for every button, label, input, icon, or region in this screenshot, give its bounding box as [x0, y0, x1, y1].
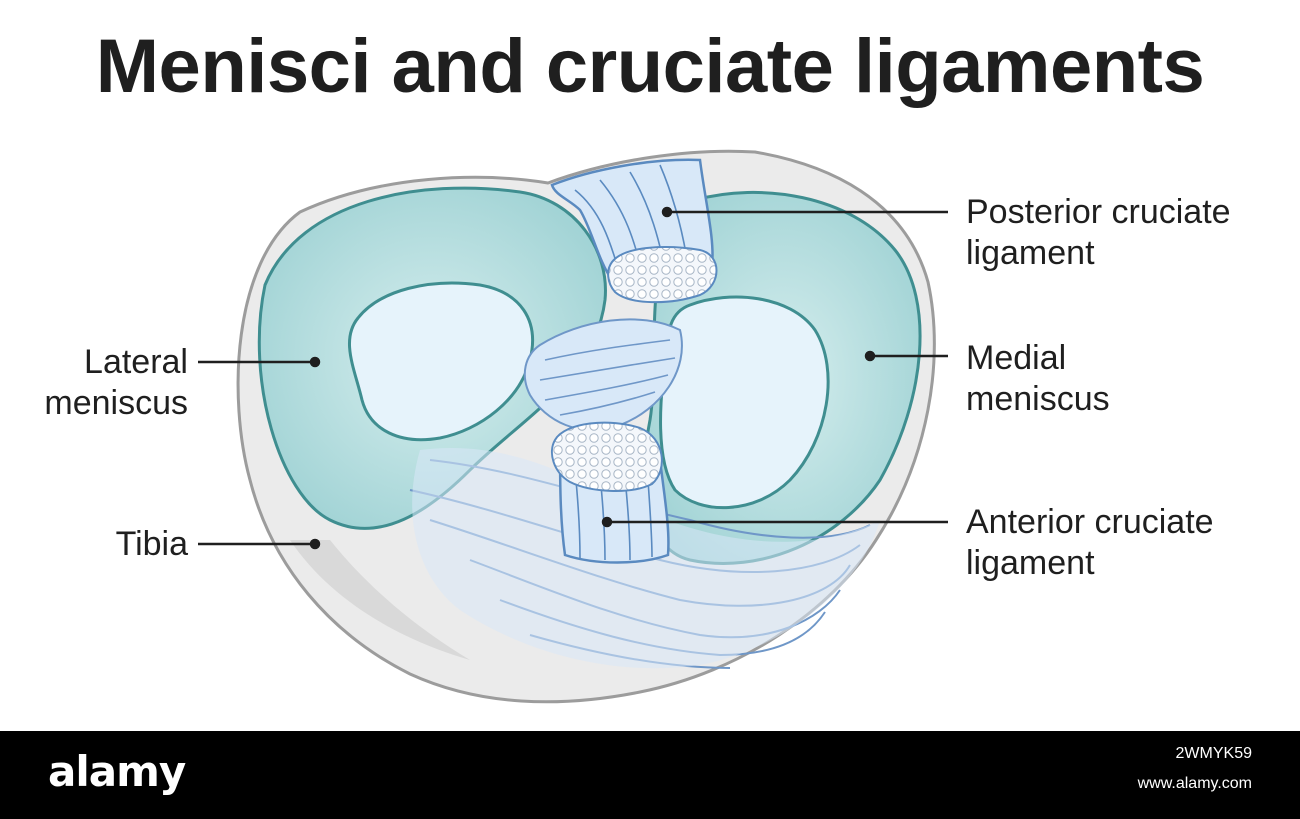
- knee-diagram: [198, 149, 948, 704]
- acl-cut-surface: [551, 421, 663, 492]
- pcl-cut-surface: [607, 246, 718, 304]
- image-id: 2WMYK59: [1175, 745, 1252, 762]
- label-posterior-cruciate-ligament: Posterior cruciate ligament: [966, 193, 1231, 272]
- label-medial-meniscus: Medial meniscus: [966, 339, 1110, 418]
- label-lateral-meniscus: Lateral meniscus: [44, 343, 188, 422]
- label-anterior-cruciate-ligament: Anterior cruciate ligament: [966, 503, 1214, 582]
- site-url: www.alamy.com: [1137, 775, 1252, 792]
- leader-lines: [198, 206, 948, 550]
- label-tibia: Tibia: [115, 525, 188, 563]
- intermeniscal-fibers: [523, 318, 683, 432]
- page-title: Menisci and cruciate ligaments: [95, 24, 1205, 109]
- lateral-plateau: [348, 281, 535, 442]
- footer-bar: alamy 2WMYK59 www.alamy.com: [0, 731, 1300, 819]
- brand-logo: alamy: [48, 747, 186, 796]
